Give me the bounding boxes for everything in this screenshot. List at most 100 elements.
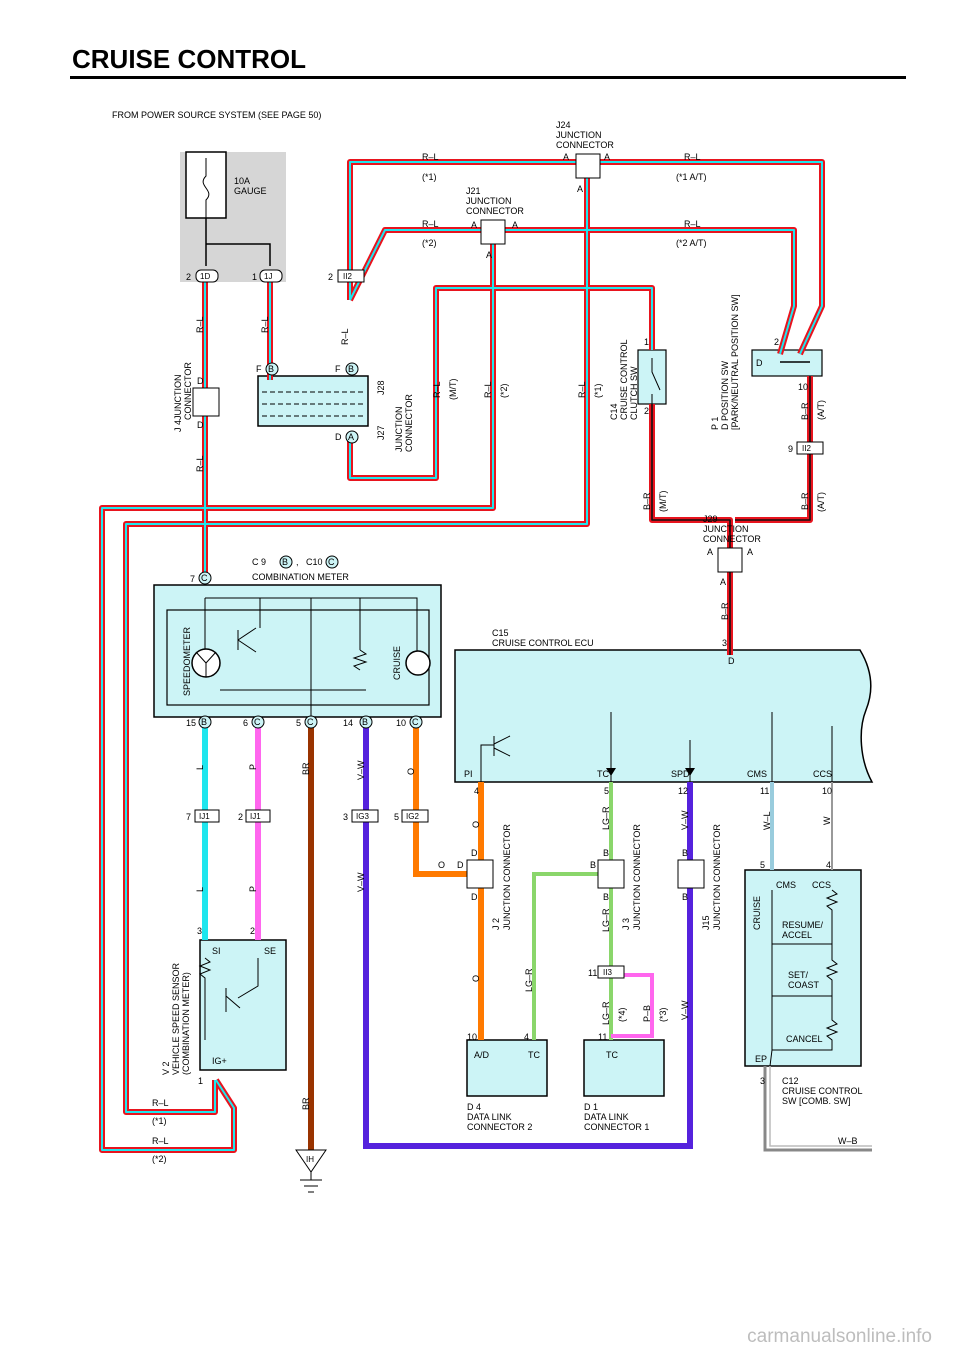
v2-se: SE	[264, 946, 276, 956]
label-connectors-d4-p4: 4	[524, 1032, 529, 1042]
label-notes-n4: (*4)	[617, 1007, 627, 1022]
ecu-pin-pi: PI	[464, 769, 473, 779]
j24-pin-a2: A	[604, 152, 610, 162]
label-connectors-c12-p5: 5	[760, 860, 765, 870]
label-connectors-c12-p4: 4	[826, 860, 831, 870]
pin-2-1d: 2	[186, 272, 191, 282]
label-wires-lgr: LG–R	[524, 968, 534, 992]
j21-pin-a1: A	[471, 220, 477, 230]
d4-box	[466, 1039, 548, 1097]
j21-pin-a2: A	[512, 220, 518, 230]
v2-box	[199, 939, 287, 1071]
label-connectors-j2-name: J 2	[491, 918, 501, 930]
j24-id: J24	[556, 120, 571, 130]
ecu-name: C15	[492, 628, 509, 638]
wire-lgr	[532, 782, 613, 1040]
fuse-name: GAUGE	[234, 186, 267, 196]
label-connectors-j27-name: J27	[376, 425, 386, 440]
label-connectors-j2-pin: D	[471, 848, 478, 858]
pin-5-ig2: 5	[394, 812, 399, 822]
lbl-n1at: (*1 A/T)	[676, 172, 707, 182]
label-connectors-j15-pin: B	[682, 892, 688, 902]
box-ij1-1: IJ1	[199, 812, 210, 821]
j29-pin-a3: A	[720, 577, 726, 587]
j24-l2: CONNECTOR	[556, 140, 614, 150]
label-wires-vw: V–W	[680, 810, 690, 830]
c14-p2: 2	[644, 406, 649, 416]
label-connectors-c12-cms: CMS	[776, 880, 796, 890]
label-connectors-c12-coast: COAST	[788, 980, 820, 990]
label-connectors-j15-pin: B	[682, 848, 688, 858]
label-connectors-c12-accel: ACCEL	[782, 930, 812, 940]
box-ig2: IG2	[406, 812, 419, 821]
label-pins-c: C	[307, 717, 314, 727]
lbl-n2-mid: (*2)	[422, 238, 437, 248]
v2-ig: IG+	[212, 1056, 227, 1066]
ecu-pin-cms: CMS	[747, 769, 767, 779]
label-wires-p: P	[248, 886, 258, 892]
label-connectors-c12-cancel: CANCEL	[786, 1034, 823, 1044]
label-connectors-c12-l2: SW [COMB. SW]	[782, 1096, 851, 1106]
label-connectors-c14-l2: CLUTCH SW	[629, 366, 639, 420]
label-wires-o: O	[406, 768, 416, 775]
label-connectors-c12-p3: 3	[760, 1076, 765, 1086]
label-connectors-d1-name: D 1	[584, 1102, 598, 1112]
label-connectors-combo-sep: ,	[296, 557, 299, 567]
label-notes-n2: (*2)	[152, 1154, 167, 1164]
label-wires-br: B–R	[800, 492, 810, 510]
label-notes-mt: (M/T)	[658, 491, 668, 513]
label-wires-lgr: LG–R	[601, 908, 611, 932]
label-connectors-j3-pin: B	[590, 860, 596, 870]
label-connectors-d1-l1: DATA LINK	[584, 1112, 629, 1122]
label-wires-rl: R–L	[195, 316, 205, 333]
label-connectors-d1-p11: 11	[598, 1032, 607, 1042]
label-connectors-j27-l2: CONNECTOR	[404, 394, 414, 452]
d4-ad: A/D	[474, 1050, 490, 1060]
j27-b1: B	[268, 364, 274, 374]
pin-1-1j: 1	[252, 272, 257, 282]
j27-f1: F	[256, 364, 262, 374]
label-connectors-j4-l2: CONNECTOR	[183, 362, 193, 420]
lbl-rl-top2: R–L	[684, 152, 701, 162]
ecu-pin-spd: SPD	[671, 769, 690, 779]
fuse-rating: 10A	[234, 176, 250, 186]
label-pins-p4: 4	[474, 786, 479, 796]
ecu-pin-tc: TC	[597, 769, 609, 779]
label-connectors-c12-ep: EP	[755, 1054, 767, 1064]
label-wires-br: B–R	[642, 492, 652, 510]
label-connectors-p1-l1: D POSITION SW	[720, 360, 730, 430]
j29-pin-a1: A	[707, 547, 713, 557]
label-wires-vw: V–W	[680, 1000, 690, 1020]
j4-pin-bot: D	[197, 420, 204, 430]
label-wires-wl: W–L	[762, 811, 772, 830]
label-wires-w: W	[822, 816, 832, 825]
label-connectors-j27-l1: JUNCTION	[394, 407, 404, 453]
label-pins-p5: 5	[604, 786, 609, 796]
label-wires-rl: R–L	[577, 381, 587, 398]
j29-l2: CONNECTOR	[703, 534, 761, 544]
wire-vw	[363, 718, 693, 1149]
label-wires-l: L	[195, 765, 205, 770]
wire-wb	[763, 1066, 872, 1152]
label-connectors-j3-pin: B	[603, 848, 609, 858]
p1-d: D	[756, 358, 763, 368]
label-pins-p10: 10	[822, 786, 832, 796]
label-connectors-j4-l1: JUNCTION	[173, 375, 183, 421]
wire-pb	[611, 973, 654, 1038]
j27-d: D	[335, 432, 342, 442]
j29-id: J29	[703, 514, 718, 524]
combo-c9: C 9	[252, 557, 266, 567]
label-wires-lgr: LG–R	[601, 1001, 611, 1025]
label-connectors-v2-p1: 1	[198, 1076, 203, 1086]
label-pins-p11: 11	[760, 786, 769, 796]
box-ii2: II2	[343, 272, 352, 281]
label-connectors-v2-name: V 2	[161, 1061, 171, 1075]
label-notes-at: (A/T)	[816, 492, 826, 512]
label-pins-c: C	[254, 717, 261, 727]
label-notes-n3: (*3)	[658, 1007, 668, 1022]
label-pins-c: C	[412, 717, 419, 727]
label-wires-p: P	[248, 764, 258, 770]
box-ij1-2: IJ1	[250, 812, 261, 821]
label-connectors-j3-pin: B	[603, 892, 609, 902]
j21-pin-a3: A	[486, 250, 492, 260]
